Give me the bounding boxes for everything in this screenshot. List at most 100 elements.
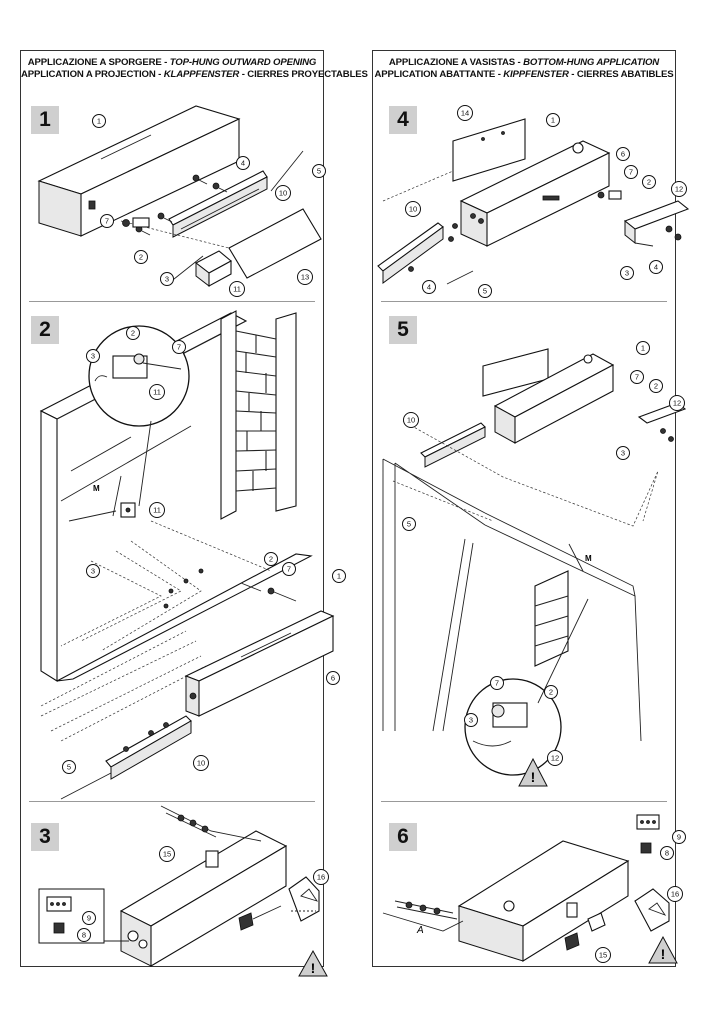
mounting-bracket <box>420 422 486 468</box>
callout-label: 15 <box>163 850 171 859</box>
callout-label: 12 <box>551 754 559 763</box>
header-text: KLAPPFENSTER <box>163 69 240 80</box>
step-number: 5 <box>389 316 417 344</box>
header-text: APPLICATION A PROJECTION - <box>21 69 164 80</box>
callout-label: 2 <box>269 555 273 564</box>
callout-label: 11 <box>233 285 241 294</box>
callouts-step4: 14 1 6 7 2 12 10 3 4 4 5 <box>405 105 687 298</box>
mounting-bracket <box>377 222 458 284</box>
actuator-body <box>493 353 615 444</box>
warning-sign: ! <box>648 935 678 964</box>
callout-label: 4 <box>654 263 658 272</box>
cable-connector-strip: A <box>382 900 464 936</box>
callout-label: 8 <box>665 849 669 858</box>
screws <box>135 150 304 284</box>
callout-label: 7 <box>629 168 633 177</box>
step-2-diagram: M 2 <box>39 310 346 800</box>
top-hung-panel: APPLICAZIONE A SPORGERE - TOP-HUNG OUTWA… <box>20 50 368 977</box>
callout-label: 2 <box>654 382 658 391</box>
screw-set <box>240 582 297 602</box>
callout-label: 12 <box>673 399 681 408</box>
warning-glyph: ! <box>311 960 316 976</box>
callout-label: 10 <box>407 416 415 425</box>
callouts-step1: 1 4 5 10 7 2 3 11 13 <box>92 114 326 297</box>
callout-label: 12 <box>675 185 683 194</box>
bottom-hung-panel: APPLICAZIONE A VASISTAS - BOTTOM-HUNG AP… <box>372 50 690 967</box>
callout-label: 11 <box>153 388 161 397</box>
callout-label: 16 <box>317 873 325 882</box>
window-frame <box>382 420 659 742</box>
magnifier <box>464 598 589 776</box>
end-cap-block <box>194 250 232 288</box>
mark-label: M <box>585 554 592 563</box>
callout-label: 5 <box>483 287 487 296</box>
callout-label: 9 <box>677 833 681 842</box>
mark-label: M <box>93 484 100 493</box>
callout-label: 7 <box>287 565 291 574</box>
callout-label: 7 <box>105 217 109 226</box>
end-bracket <box>623 200 690 247</box>
callout-label: 5 <box>407 520 411 529</box>
warning-glyph: ! <box>531 769 536 785</box>
actuator-body <box>119 830 288 967</box>
washer-nut <box>122 217 150 228</box>
callout-label: 8 <box>82 931 86 940</box>
callout-label: 2 <box>647 178 651 187</box>
callout-label: 14 <box>461 109 469 118</box>
callout-label: 1 <box>97 117 101 126</box>
callout-label: 7 <box>635 373 639 382</box>
step-6-diagram: A ! 9 8 16 15 <box>382 814 686 964</box>
callouts-step2: 2 7 3 11 11 3 2 7 1 6 10 5 <box>62 326 346 774</box>
callout-label: 3 <box>625 269 629 278</box>
template-sheet <box>382 118 526 202</box>
terminal-block <box>636 814 660 854</box>
detail-inset <box>634 888 670 932</box>
callouts-step5: 1 7 2 12 10 3 5 7 2 3 12 <box>402 341 685 766</box>
actuator-body <box>457 840 630 962</box>
mounting-bracket <box>168 170 268 238</box>
callout-label: 10 <box>197 759 205 768</box>
drilling-template <box>40 520 272 742</box>
screws <box>408 190 622 285</box>
header-text: BOTTOM-HUNG APPLICATION <box>523 57 660 68</box>
callout-label: 6 <box>621 150 625 159</box>
step-number: 3 <box>31 823 59 851</box>
step-number: 6 <box>389 823 417 851</box>
hinge-bracket: M <box>68 475 136 522</box>
header-text: APPLICAZIONE A SPORGERE - <box>27 57 170 68</box>
callout-label: 2 <box>131 329 135 338</box>
brick-wall <box>220 310 297 520</box>
step-number: 2 <box>31 316 59 344</box>
callout-label: 6 <box>331 674 335 683</box>
step-divider <box>381 801 667 802</box>
magnifier <box>88 325 190 507</box>
callout-label: 5 <box>67 763 71 772</box>
callout-label: 3 <box>165 275 169 284</box>
callout-label: 1 <box>551 116 555 125</box>
actuator-body <box>184 610 335 717</box>
header-text: - CIERRES ABATIBLES <box>568 69 674 80</box>
cover-clip <box>205 850 282 931</box>
dimension-label: A <box>416 925 424 936</box>
step-divider <box>381 301 667 302</box>
header-text: KIPPFENSTER <box>503 69 569 80</box>
warning-sign: ! <box>518 757 548 787</box>
step-number: 4 <box>389 106 417 134</box>
callout-label: 7 <box>495 679 499 688</box>
warning-sign: ! <box>298 949 328 977</box>
callouts-step6: 9 8 16 15 <box>595 830 686 963</box>
callout-label: 1 <box>337 572 341 581</box>
header-text: APPLICAZIONE A VASISTAS - <box>388 57 524 68</box>
header-text: - CIERRES PROYECTABLES <box>239 69 368 80</box>
step-1-diagram: 1 4 5 10 7 2 3 11 13 <box>37 105 326 297</box>
callout-label: 4 <box>241 159 245 168</box>
callouts-step3: 15 16 9 8 <box>77 846 329 942</box>
callout-label: 3 <box>91 352 95 361</box>
callout-label: 10 <box>279 189 287 198</box>
panel-header: APPLICAZIONE A SPORGERE - TOP-HUNG OUTWA… <box>21 57 368 81</box>
step-5-diagram: M ! 1 7 2 12 10 3 5 7 2 3 12 <box>382 341 687 787</box>
step-4-diagram: 14 1 6 7 2 12 10 3 4 4 5 <box>377 105 690 298</box>
callout-label: 1 <box>641 344 645 353</box>
step-divider <box>29 301 315 302</box>
step-3-diagram: ! 15 16 9 8 <box>38 805 329 977</box>
